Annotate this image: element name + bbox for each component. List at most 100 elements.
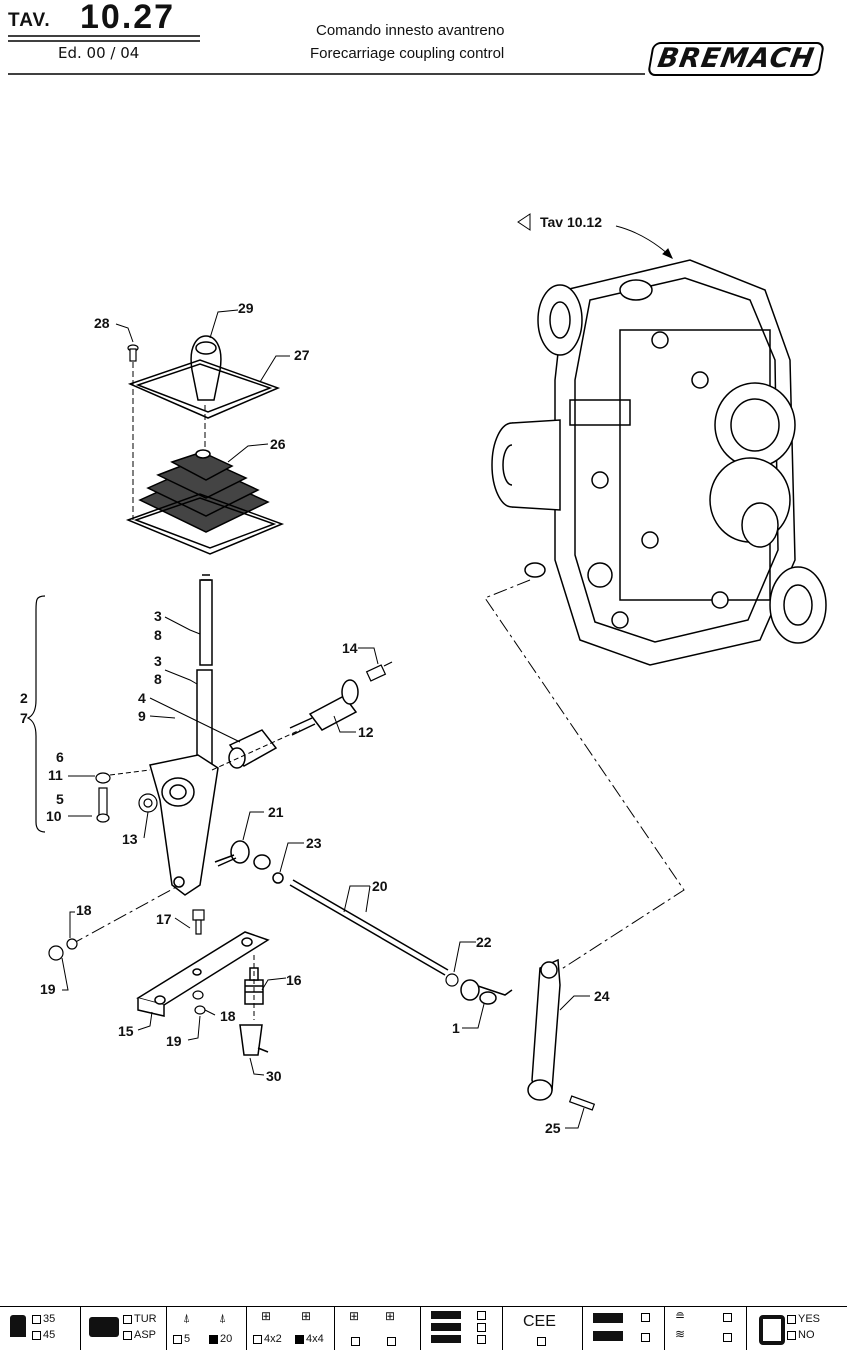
axle-4x4-icon: ⊞ (301, 1309, 312, 1323)
screw-5 (95, 772, 111, 823)
callout-21: 21 (268, 804, 284, 820)
callout-22: 22 (476, 934, 492, 950)
legend-group-drive: ⊞ ⊞ 4x2 4x4 (246, 1307, 335, 1350)
legend-opt-35: 35 (43, 1313, 56, 1325)
washer-18 (192, 990, 206, 1015)
callout-12: 12 (358, 724, 374, 740)
wheelbase-short-box (351, 1337, 360, 1346)
water-icon: ≋ (675, 1327, 686, 1341)
callout-28: 28 (94, 315, 110, 331)
cee-box (537, 1337, 546, 1346)
title-italian: Comando innesto avantreno (316, 22, 505, 39)
callout-10: 10 (46, 808, 62, 824)
callout-15: 15 (118, 1023, 134, 1039)
body-type-2-box (477, 1323, 486, 1332)
cab-double-icon (593, 1331, 623, 1341)
axle-4x2-icon: ⊞ (261, 1309, 272, 1323)
callout-19b: 19 (166, 1033, 182, 1049)
wheelbase-short-icon: ⊞ (349, 1309, 360, 1323)
callout-13: 13 (122, 831, 138, 847)
table-reference: Tav 10.12 (540, 214, 603, 230)
legend-group-cee: CEE (502, 1307, 583, 1350)
callout-16: 16 (286, 972, 302, 988)
wheelbase-long-box (387, 1337, 396, 1346)
reference-arrow (517, 213, 673, 259)
wheelbase-long-icon: ⊞ (385, 1309, 396, 1323)
body-type-1-box (477, 1311, 486, 1320)
callout-14: 14 (342, 640, 358, 656)
callout-7: 7 (20, 710, 28, 726)
legend-group-yesno: YES NO (746, 1307, 847, 1350)
sleeve-4 (228, 729, 278, 769)
callout-18a: 18 (76, 902, 92, 918)
gasket-26 (125, 493, 285, 555)
lever-bracket (149, 754, 219, 896)
legend-group-weight: 35 45 (0, 1307, 80, 1350)
callout-8b: 8 (154, 671, 162, 687)
callout-27: 27 (294, 347, 310, 363)
gearshift-5-icon: ⍋ (183, 1311, 191, 1325)
callout-25: 25 (545, 1120, 561, 1136)
screw-17 (192, 909, 205, 935)
body-type-1-icon (431, 1311, 461, 1319)
callout-20: 20 (372, 878, 388, 894)
bushing-13 (138, 793, 158, 813)
legend-group-cab (582, 1307, 665, 1350)
fitting-14 (365, 661, 393, 682)
legend-opt-45: 45 (43, 1329, 56, 1341)
group-brace (26, 595, 46, 833)
link-line-case-lever (484, 579, 685, 971)
legend-group-climate: ≘ ≋ (664, 1307, 747, 1350)
cab-double-box (641, 1333, 650, 1342)
callout-23: 23 (306, 835, 322, 851)
lever-24 (527, 958, 561, 1101)
legend-group-wheelbase: ⊞ ⊞ (334, 1307, 421, 1350)
gearshift-20-icon: ⍋ (219, 1311, 227, 1325)
legend-footer: 35 45 TUR ASP ⍋ ⍋ 5 20 ⊞ ⊞ 4x2 4x4 ⊞ ⊞ (0, 1306, 847, 1350)
callout-11: 11 (48, 767, 63, 783)
cee-label: CEE (523, 1313, 556, 1330)
tav-label: TAV. (8, 10, 51, 31)
callout-4: 4 (138, 690, 146, 706)
callout-2: 2 (20, 690, 28, 706)
legend-opt-5: 5 (184, 1333, 191, 1345)
callout-5: 5 (56, 791, 64, 807)
body-type-3-box (477, 1335, 486, 1344)
legend-opt-no: NO (798, 1329, 815, 1341)
knob-29 (190, 335, 222, 401)
option-icon (759, 1315, 785, 1345)
legend-group-gears: ⍋ ⍋ 5 20 (166, 1307, 247, 1350)
callout-29: 29 (238, 300, 254, 316)
callout-3b: 3 (154, 653, 162, 669)
ball-joint-21 (214, 840, 284, 884)
title-english: Forecarriage coupling control (310, 45, 505, 62)
weight-icon (10, 1315, 26, 1337)
legend-opt-4x2: 4x2 (264, 1333, 282, 1345)
body-type-2-icon (431, 1323, 461, 1331)
pin-12 (289, 679, 359, 736)
boot-26 (138, 449, 270, 533)
cab-single-icon (593, 1313, 623, 1323)
legend-opt-20: 20 (220, 1333, 233, 1345)
bracket-15 (136, 931, 270, 1017)
engine-icon (89, 1317, 119, 1337)
callout-26: 26 (270, 436, 286, 452)
leader-lines (61, 309, 590, 1129)
body-type-3-icon (431, 1335, 461, 1343)
callout-19a: 19 (40, 981, 56, 997)
header-rules (8, 35, 645, 75)
nut-22 (445, 973, 459, 987)
exploded-parts-diagram (8, 35, 827, 1129)
callout-8a: 8 (154, 627, 162, 643)
connector-30 (239, 1024, 269, 1056)
plate-27 (127, 359, 281, 419)
shaft-3 (196, 574, 213, 771)
callout-6: 6 (56, 749, 64, 765)
callout-1: 1 (452, 1020, 460, 1036)
rod-20 (289, 879, 449, 976)
callout-24: 24 (594, 988, 610, 1004)
table-number: 10.27 (80, 0, 176, 36)
cab-single-box (641, 1313, 650, 1322)
climate-box (723, 1313, 732, 1322)
